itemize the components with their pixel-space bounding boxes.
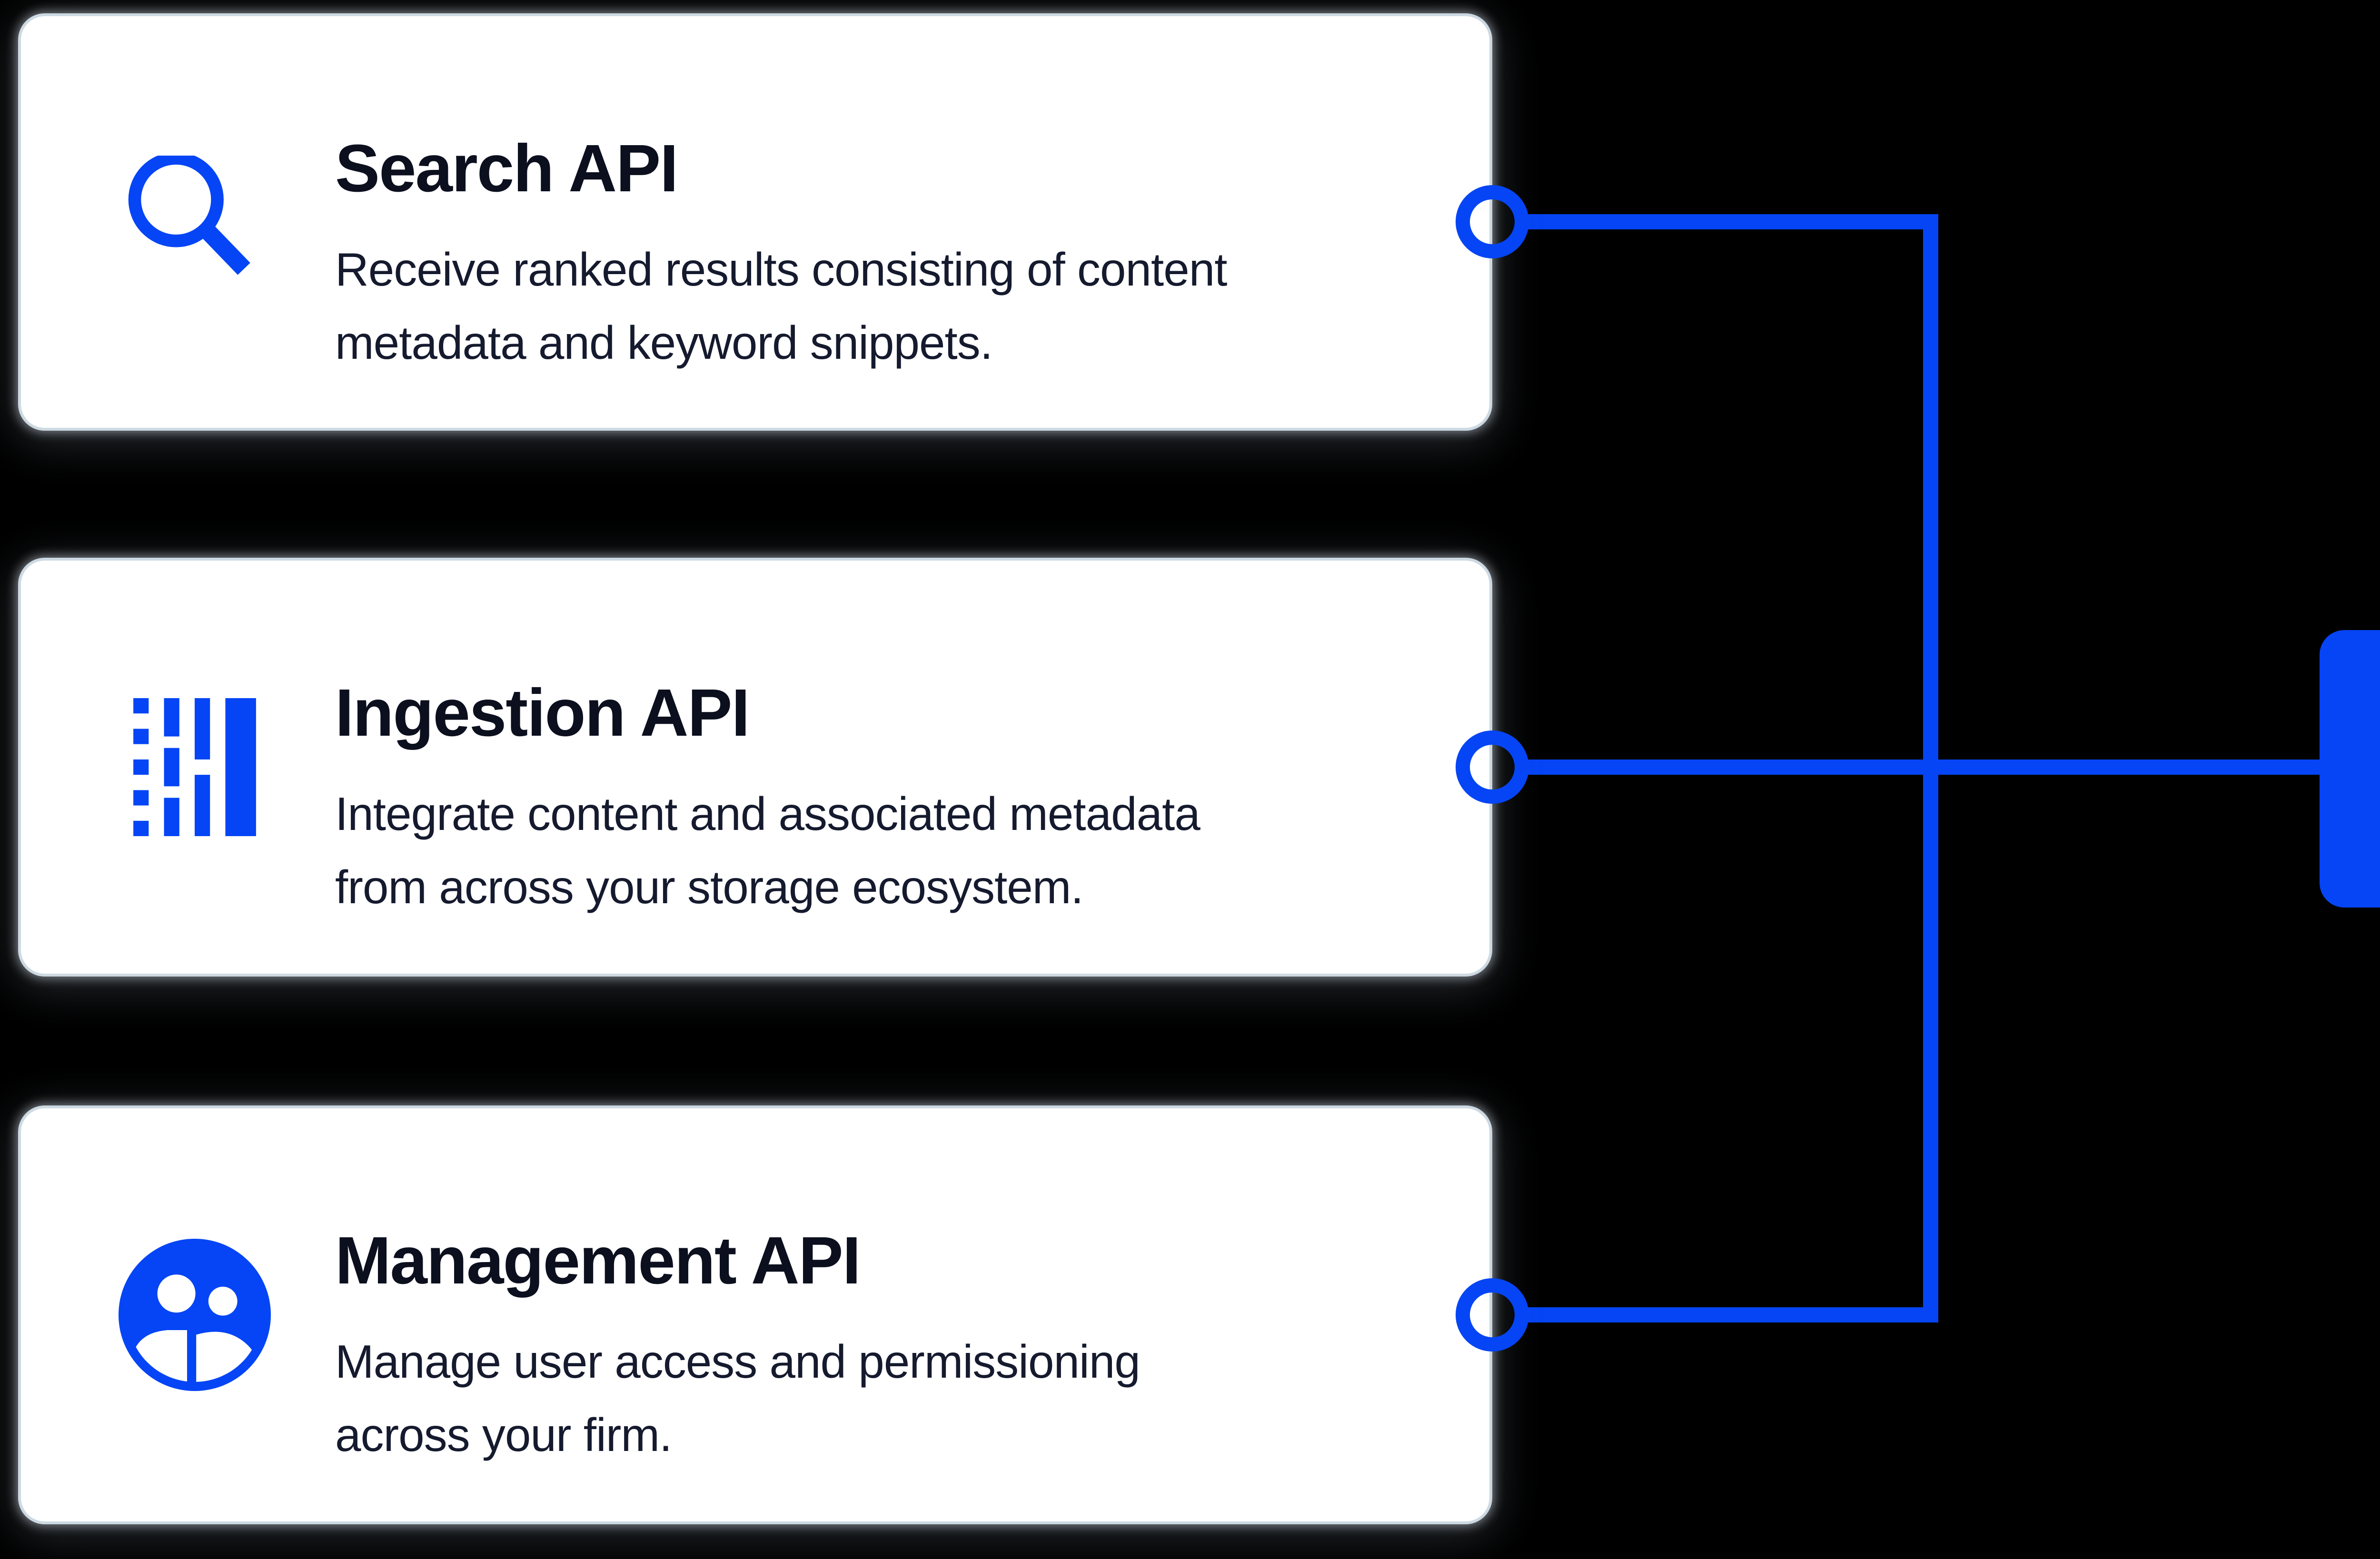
api-badge: API [2320,630,2380,908]
connector-trunk-line [1923,214,1938,1322]
card-text-management: Management API Manage user access and pe… [335,1108,1468,1521]
card-description-management: Manage user access and permissioning acr… [335,1335,1140,1461]
ingestion-grid-icon [119,691,271,843]
card-title-management: Management API [335,1223,861,1298]
connector-line-search [1518,214,1938,229]
card-description-search: Receive ranked results consisting of con… [335,243,1227,369]
card-text-search: Search API Receive ranked results consis… [335,16,1468,428]
card-text-ingestion: Ingestion API Integrate content and asso… [335,561,1468,974]
connector-ring-ingestion [1456,730,1529,804]
search-icon [119,146,271,298]
card-title-ingestion: Ingestion API [335,675,750,750]
card-title-search: Search API [335,130,678,206]
card-description-ingestion: Integrate content and associated metadat… [335,788,1200,913]
connector-ring-management [1456,1278,1529,1352]
card-ingestion-api: Ingestion API Integrate content and asso… [18,558,1492,977]
card-management-api: Management API Manage user access and pe… [18,1105,1492,1524]
connector-line-management [1518,1307,1938,1322]
connector-ring-search [1456,185,1529,258]
users-icon [119,1239,271,1391]
card-search-api: Search API Receive ranked results consis… [18,13,1492,431]
